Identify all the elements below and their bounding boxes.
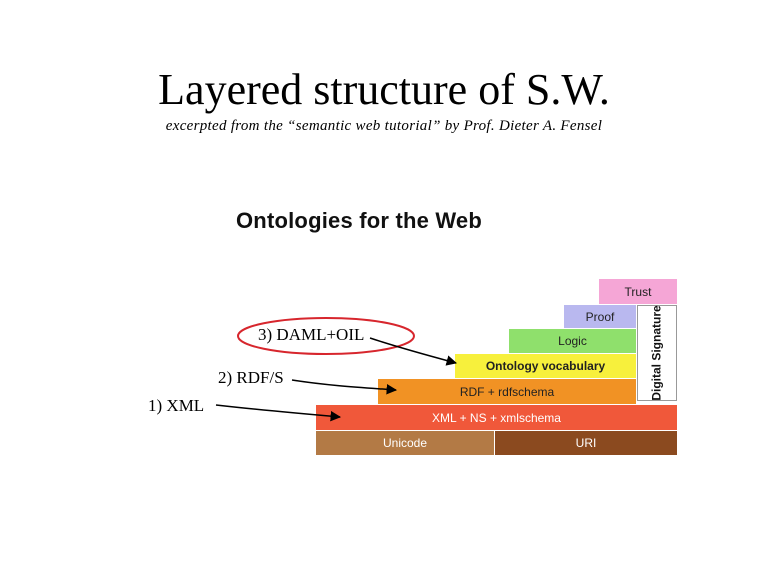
- callout-daml-oil: 3) DAML+OIL: [258, 325, 365, 344]
- layer-unicode: Unicode: [316, 431, 494, 455]
- layer-trust: Trust: [599, 279, 677, 304]
- diagram-heading: Ontologies for the Web: [236, 208, 482, 233]
- layer-digital-signature: Digital Signature: [637, 305, 677, 401]
- callout-xml: 1) XML: [148, 396, 205, 415]
- arrow-daml-oil: [369, 337, 458, 366]
- layer-rdf-rdfschema: RDF + rdfschema: [378, 379, 636, 404]
- arrow-rdf-s: [291, 379, 398, 395]
- slide-title: Layered structure of S.W.: [158, 65, 610, 114]
- layer-xml-ns-xmlschema: XML + NS + xmlschema: [316, 405, 677, 430]
- arrow-xml: [215, 404, 342, 422]
- layer-ontology-vocabulary: Ontology vocabulary: [455, 354, 636, 378]
- daml-oil-circle: [237, 317, 415, 355]
- callout-rdf-s: 2) RDF/S: [218, 368, 284, 387]
- layer-proof: Proof: [564, 305, 636, 328]
- layer-logic: Logic: [509, 329, 636, 353]
- layer-uri: URI: [495, 431, 677, 455]
- slide-subtitle: excerpted from the “semantic web tutoria…: [165, 118, 603, 134]
